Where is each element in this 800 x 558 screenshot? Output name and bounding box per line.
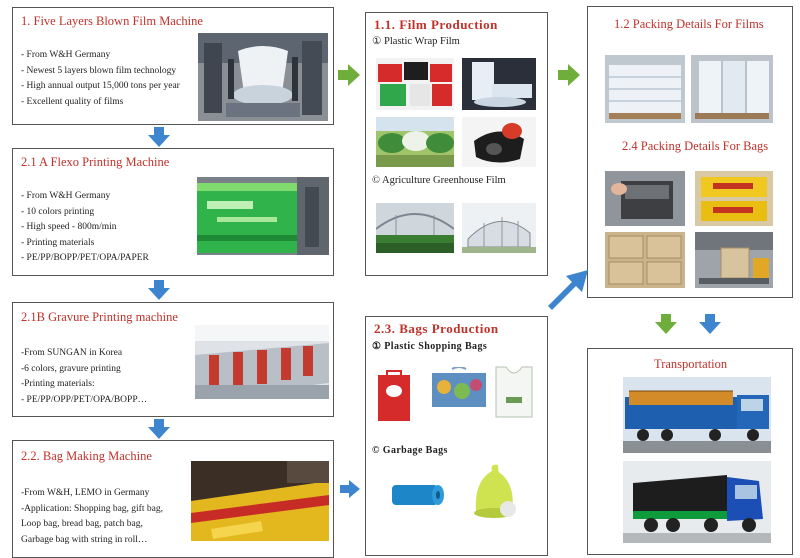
feature-item: -Application: Shopping bag, gift bag, — [21, 503, 163, 514]
film-production-title: 1.1. Film Production — [374, 17, 498, 32]
greenhouse-film-label: © Agriculture Greenhouse Film — [372, 175, 506, 186]
stretch-film-roll-photo — [462, 117, 536, 167]
blown-film-machine-photo — [198, 33, 328, 121]
arrow-down-icon — [148, 280, 170, 300]
flexo-printing-machine-features: - From W&H Germany - 10 colors printing … — [21, 189, 149, 267]
feature-item: -6 colors, gravure printing — [21, 363, 121, 374]
feature-item: - PE/PP/BOPP/PET/OPA/PAPER — [21, 253, 149, 263]
arrow-right-icon — [340, 480, 360, 498]
gravure-printing-machine-features: -From SUNGAN in Korea -6 colors, gravure… — [21, 346, 147, 408]
feature-item: - Excellent quality of films — [21, 96, 124, 107]
blue-garbage-bag-roll-photo — [386, 477, 450, 511]
bag-making-machine-photo — [191, 461, 329, 541]
cartons-stack-photo — [605, 232, 685, 288]
packing-details-box: 1.2 Packing Details For Films 2.4 Packin… — [587, 6, 793, 298]
film-production-box: 1.1. Film Production ① Plastic Wrap Film — [365, 12, 548, 276]
packing-films-title: 1.2 Packing Details For Films — [614, 17, 764, 31]
transportation-title: Transportation — [654, 357, 728, 371]
gravure-printing-machine-title: 2.1B Gravure Printing machine — [21, 310, 178, 324]
plastic-wrap-film-label: ① Plastic Wrap Film — [372, 36, 460, 47]
greenhouse-exterior-photo — [462, 203, 536, 253]
arrow-down-icon — [148, 419, 170, 439]
feature-item: - Printing materials — [21, 237, 95, 248]
plastic-shopping-bags-label: ① Plastic Shopping Bags — [372, 341, 488, 352]
arrow-down-icon — [655, 314, 677, 334]
gift-bag-photo — [430, 367, 488, 409]
film-rolls-pallet-photo — [691, 55, 773, 123]
feature-item: - High annual output 15,000 tons per yea… — [21, 81, 180, 91]
cargo-truck-photo — [623, 377, 771, 453]
bag-making-machine-features: -From W&H, LEMO in Germany -Application:… — [21, 486, 163, 548]
bag-making-machine-title: 2.2. Bag Making Machine — [21, 449, 152, 463]
warehouse-loading-photo — [695, 232, 773, 288]
feature-item: Garbage bag with string in roll… — [21, 534, 148, 545]
arrow-down-icon — [148, 127, 170, 147]
bags-production-box: 2.3. Bags Production ① Plastic Shopping … — [365, 316, 548, 556]
film-rolls-photo — [462, 58, 536, 110]
feature-item: Loop bag, bread bag, patch bag, — [21, 519, 143, 529]
printed-red-bag-photo — [374, 369, 414, 423]
flexo-printing-machine-box: 2.1 A Flexo Printing Machine - From W&H … — [12, 148, 334, 276]
arrow-diagonal-icon — [548, 270, 588, 310]
packing-bags-title: 2.4 Packing Details For Bags — [622, 139, 769, 153]
yellow-roll-bags-photo — [695, 171, 773, 226]
gravure-printing-machine-box: 2.1B Gravure Printing machine -From SUNG… — [12, 302, 334, 417]
blown-film-machine-features: - From W&H Germany - Newest 5 layers blo… — [21, 48, 180, 110]
feature-item: - From W&H Germany — [21, 50, 111, 60]
garbage-bags-photo — [470, 461, 520, 521]
bag-making-machine-box: 2.2. Bag Making Machine -From W&H, LEMO … — [12, 440, 334, 558]
feature-item: - 10 colors printing — [21, 206, 95, 217]
feature-item: - High speed - 800m/min — [21, 222, 117, 232]
gravure-printing-machine-photo — [195, 325, 329, 399]
feature-item: -From W&H, LEMO in Germany — [21, 488, 150, 498]
feature-item: -Printing materials: — [21, 379, 95, 389]
t-shirt-bag-photo — [492, 363, 536, 419]
covered-truck-photo — [623, 461, 771, 543]
arrow-down-icon — [699, 314, 721, 334]
greenhouse-interior-photo — [376, 203, 454, 253]
silage-film-photo — [376, 117, 454, 167]
bag-carton-photo — [605, 171, 685, 226]
blown-film-machine-box: 1. Five Layers Blown Film Machine - From… — [12, 7, 334, 125]
feature-item: - PE/PP/OPP/PET/OPA/BOPP… — [21, 394, 148, 405]
transportation-box: Transportation — [587, 348, 793, 555]
bags-production-title: 2.3. Bags Production — [374, 321, 499, 336]
blown-film-machine-title: 1. Five Layers Blown Film Machine — [21, 14, 203, 28]
flexo-printing-machine-title: 2.1 A Flexo Printing Machine — [21, 155, 170, 169]
arrow-right-icon — [338, 64, 360, 86]
flexo-printing-machine-photo — [197, 177, 329, 255]
garbage-bags-label: © Garbage Bags — [372, 445, 448, 456]
film-pallets-photo — [605, 55, 685, 123]
feature-item: -From SUNGAN in Korea — [21, 348, 123, 358]
feature-item: - From W&H Germany — [21, 191, 111, 201]
arrow-right-icon — [558, 64, 580, 86]
plastic-wrap-product-photo — [376, 58, 454, 110]
feature-item: - Newest 5 layers blown film technology — [21, 65, 177, 76]
